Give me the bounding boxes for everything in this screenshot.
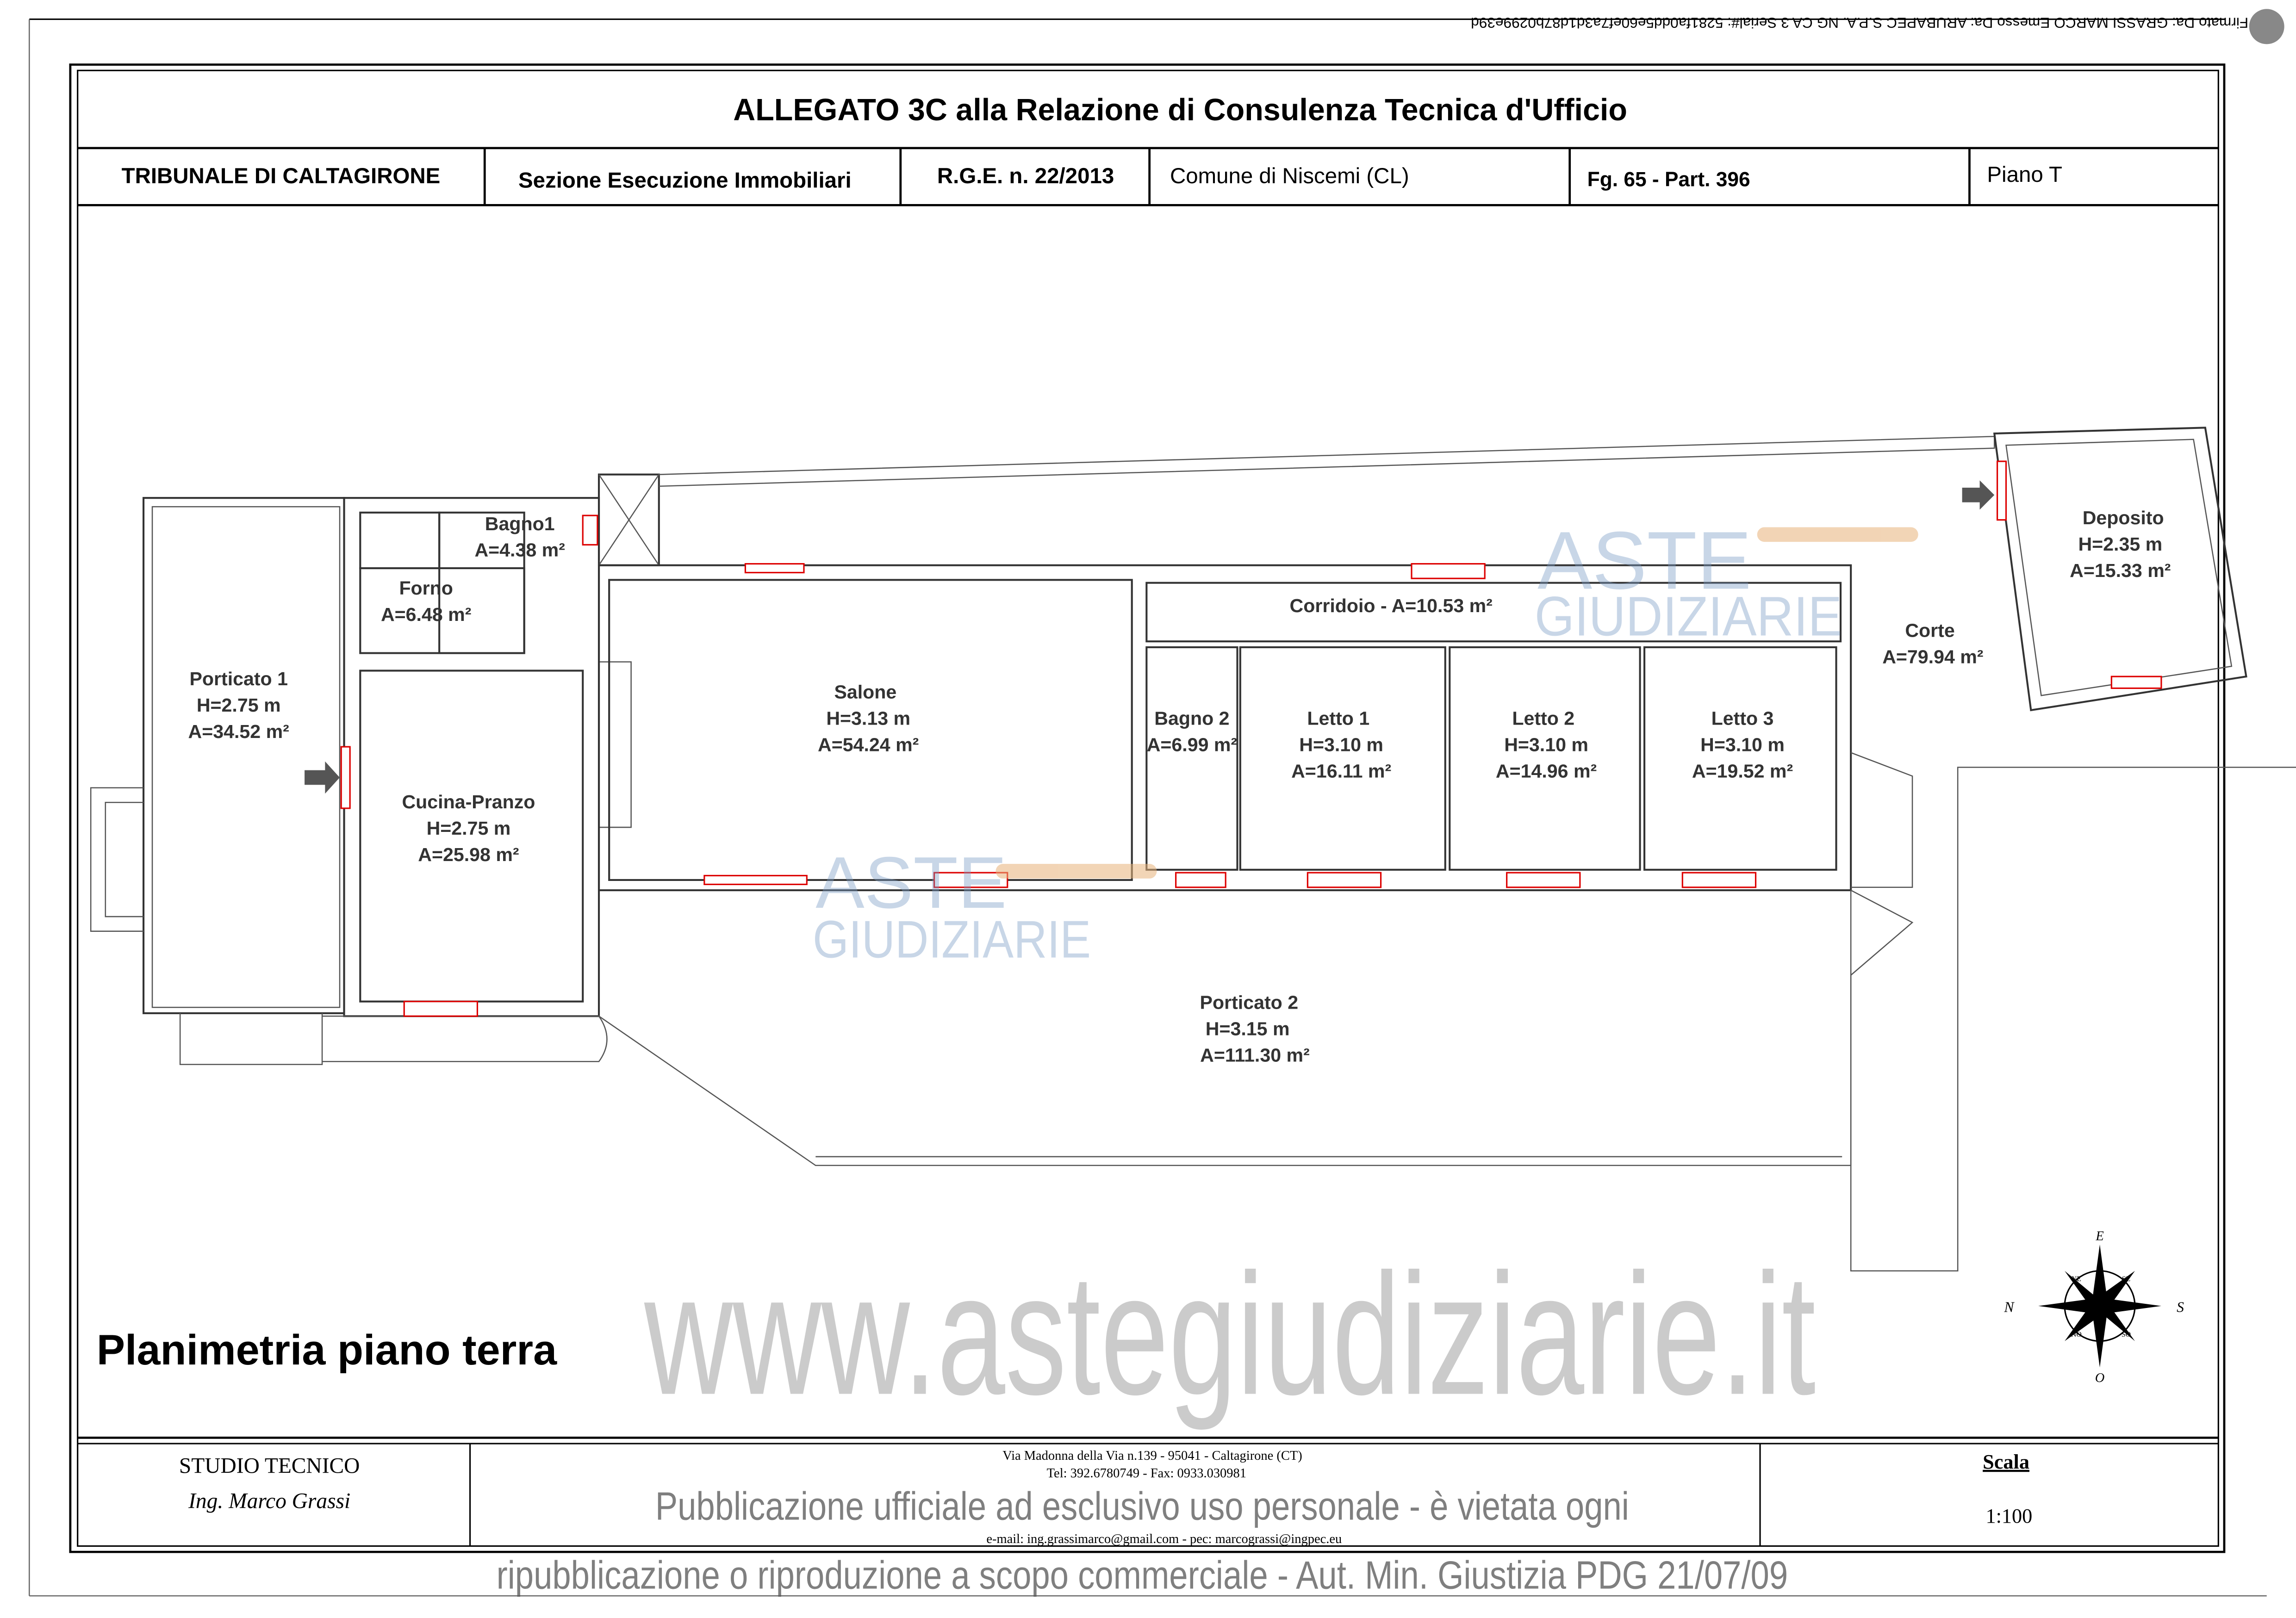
aste-watermark-logo: ASTE GIUDIZIARIE	[1535, 515, 1918, 648]
court-name: TRIBUNALE DI CALTAGIRONE	[122, 164, 441, 188]
svg-text:E: E	[2095, 1229, 2103, 1243]
signature-seal-icon	[2249, 9, 2284, 44]
entrance-arrow-icon	[1962, 480, 1995, 510]
publication-notice-line-2: ripubblicazione o riproduzione a scopo c…	[497, 1553, 1788, 1597]
room-corridoio: Corridoio - A=10.53 m²	[1290, 595, 1493, 616]
svg-text:GIUDIZIARIE: GIUDIZIARIE	[813, 911, 1091, 969]
scale-label: Scala	[1983, 1451, 2029, 1473]
digital-signature-text: Firmato Da: GRASSI MARCO Emesso Da: ARUB…	[1471, 14, 2248, 31]
svg-text:O: O	[2095, 1371, 2105, 1385]
site-watermark: www.astegiudiziarie.it	[642, 1238, 1816, 1432]
studio-email: e-mail: ing.grassimarco@gmail.com - pec:…	[986, 1532, 1342, 1546]
svg-text:S: S	[2177, 1299, 2184, 1315]
rge-number: R.G.E. n. 22/2013	[937, 164, 1114, 188]
section-name: Sezione Esecuzione Immobiliari	[518, 168, 852, 192]
svg-text:SE: SE	[2122, 1275, 2130, 1283]
foglio-particella: Fg. 65 - Part. 396	[1587, 168, 1750, 191]
compass-rose-icon: E O N S NE SE NO SO	[2004, 1229, 2184, 1385]
piano: Piano T	[1987, 162, 2062, 187]
svg-text:N: N	[2004, 1299, 2015, 1315]
studio-phone: Tel: 392.6780749 - Fax: 0933.030981	[1047, 1466, 1246, 1481]
svg-text:ASTE: ASTE	[815, 842, 1007, 924]
plan-title: Planimetria piano terra	[97, 1327, 557, 1374]
comune: Comune di Niscemi (CL)	[1170, 164, 1409, 188]
svg-text:SO: SO	[2122, 1331, 2131, 1339]
engineer-signature-logo: Ing. Marco Grassi	[188, 1489, 350, 1513]
svg-text:GIUDIZIARIE: GIUDIZIARIE	[1535, 586, 1842, 648]
aste-watermark-logo: ASTE GIUDIZIARIE	[813, 842, 1157, 969]
svg-text:ASTE: ASTE	[1537, 515, 1752, 606]
publication-notice-line-1: Pubblicazione ufficiale ad esclusivo uso…	[655, 1485, 1629, 1529]
document-title: ALLEGATO 3C alla Relazione di Consulenza…	[733, 93, 1627, 127]
floor-plan	[90, 427, 2296, 1271]
scale-value: 1:100	[1985, 1505, 2032, 1527]
studio-address: Via Madonna della Via n.139 - 95041 - Ca…	[1002, 1449, 1302, 1463]
studio-name: STUDIO TECNICO	[179, 1454, 360, 1478]
svg-text:NO: NO	[2071, 1331, 2082, 1339]
svg-text:NE: NE	[2072, 1275, 2081, 1283]
entrance-arrow-icon	[305, 761, 340, 794]
